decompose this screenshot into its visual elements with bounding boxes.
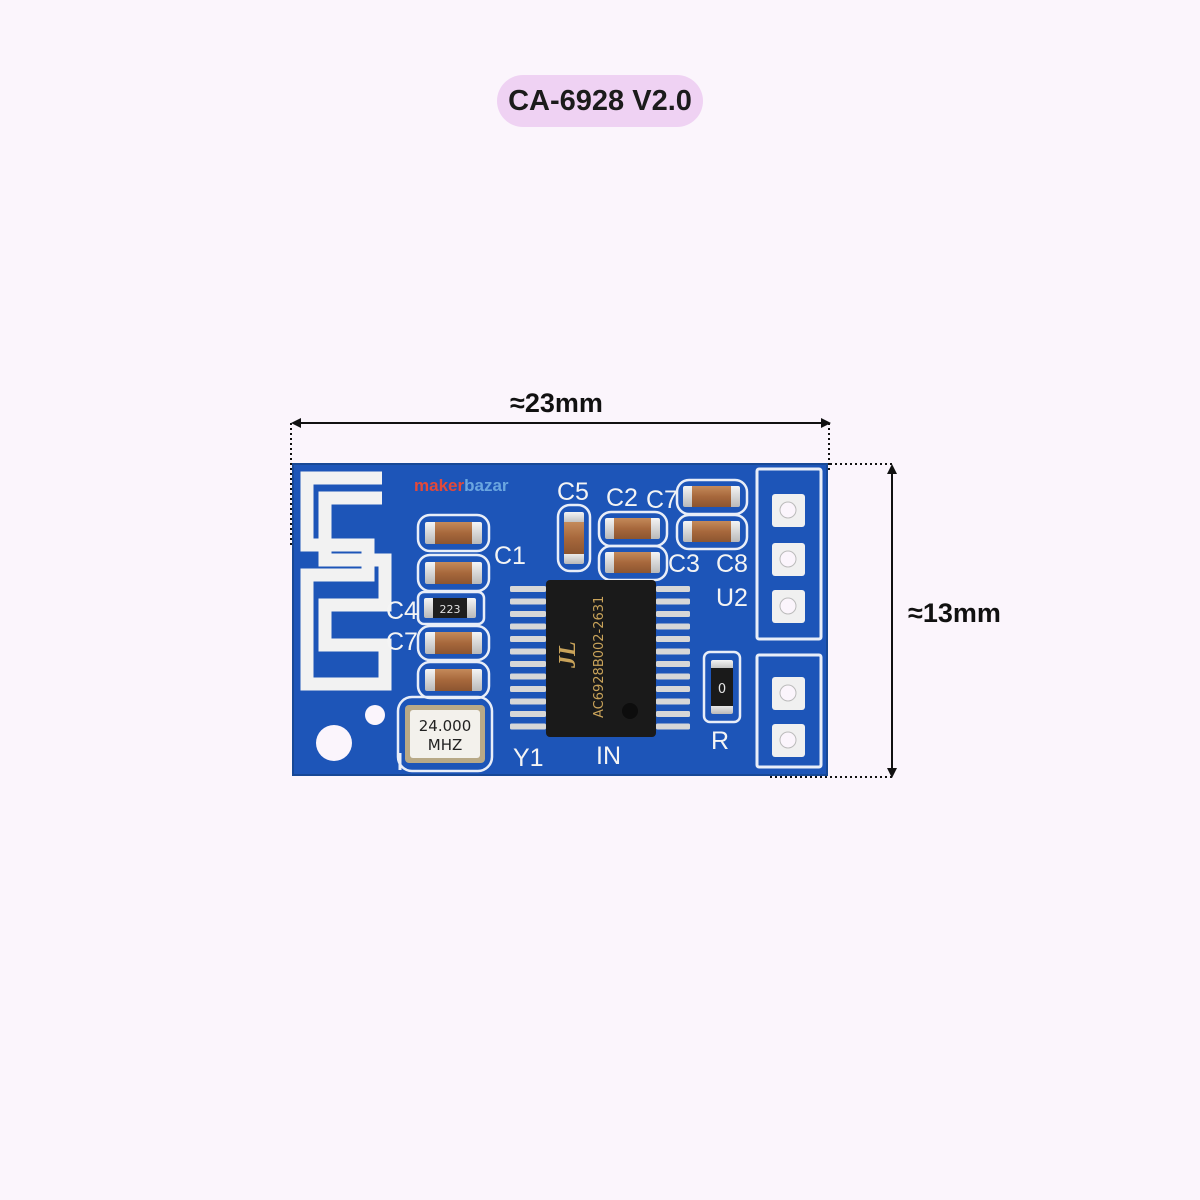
capacitor-c7-left [425,632,482,654]
capacitor-c3 [605,552,660,573]
label-c4: C4 [386,597,418,625]
ic-marking: AC6928B002-2631 [592,596,607,718]
ic-lead [656,711,690,717]
ic-lead [656,636,690,642]
ic-lead [656,598,690,605]
ic-lead [510,661,546,667]
label-r: R [711,727,729,755]
label-in: IN [596,742,621,770]
header-pins-bottom [772,677,805,757]
antenna-trace [300,471,392,691]
capacitor-c2 [605,518,660,539]
ic-leads [510,586,690,730]
ic-lead [656,673,690,680]
mounting-hole-small [365,705,385,725]
ic-lead [510,698,546,705]
header-pins-u2 [772,494,805,623]
ic-lead [656,686,690,692]
label-c8: C8 [716,550,748,578]
ic-chip-ac6928 [546,580,656,737]
capacitor-c1-top [425,522,482,544]
capacitor-c4-223: 223 [424,598,476,618]
ic-lead [510,586,546,592]
svg-text:0: 0 [718,682,726,697]
svg-text:223: 223 [440,603,461,616]
capacitor-c8 [683,521,740,542]
brand-logo: makerbazar [414,476,509,495]
capacitor-c7-top [683,486,740,507]
label-y1: Y1 [513,744,544,772]
width-dimension-label: ≈23mm [510,388,603,418]
ic-lead [656,611,690,617]
silkscreen-labels: C5 C2 C7 C1 C3 C8 U2 C4 C7 Y1 IN R [386,478,748,772]
height-dimension-label: ≈13mm [908,598,1001,628]
ic-lead [510,611,546,617]
capacitor-c1 [425,562,482,584]
pcb-board: makerbazar 223 [292,463,828,776]
label-c1: C1 [494,542,526,570]
product-title: CA-6928 V2.0 [508,84,692,117]
capacitor-bottom-left [425,669,482,691]
svg-text:24.000: 24.000 [419,717,472,735]
label-c3: C3 [668,550,700,578]
ic-lead [656,723,690,730]
capacitor-c5 [564,512,584,564]
resistor-r: 0 [711,660,733,714]
ic-lead [656,698,690,705]
mounting-hole [316,725,352,761]
ic-lead [510,648,546,655]
width-dimension [290,418,831,545]
ic-lead [510,636,546,642]
label-c2: C2 [606,484,638,512]
ic-lead [510,623,546,630]
label-c5: C5 [557,478,589,506]
ic-lead [656,623,690,630]
product-title-badge: CA-6928 V2.0 [497,75,703,127]
label-u2: U2 [716,584,748,612]
ic-lead [510,598,546,605]
svg-text:MHZ: MHZ [428,736,463,754]
ic-lead [656,661,690,667]
ic-logo: JL [555,641,581,669]
ic-lead [510,723,546,730]
ic-lead [510,686,546,692]
ic-lead [510,673,546,680]
label-c7-left: C7 [386,628,418,656]
ic-lead [656,586,690,592]
ic-lead [656,648,690,655]
label-c7-top: C7 [646,486,678,514]
ic-lead [510,711,546,717]
